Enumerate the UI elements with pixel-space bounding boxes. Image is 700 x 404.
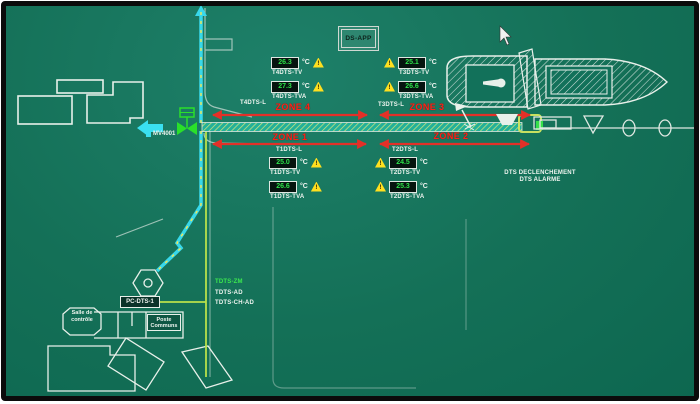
jetty-line — [533, 115, 698, 137]
warning-triangle-icon[interactable]: ! — [384, 57, 395, 68]
building-outline — [86, 81, 144, 124]
warning-triangle-icon[interactable]: ! — [384, 81, 395, 92]
warning-triangle-icon[interactable]: ! — [312, 57, 324, 68]
building-outline — [17, 95, 73, 125]
temp-value-box[interactable]: 25.0 — [269, 156, 297, 169]
temp-value-box[interactable]: 24.5 — [389, 156, 417, 169]
temp-row: 25.0 °C ! — [269, 156, 322, 169]
temp-value-box[interactable]: 26.3 — [271, 56, 299, 69]
temp-row: ! 25.1 °C — [384, 56, 437, 69]
building-outline — [56, 79, 104, 94]
temp-row: ! 25.3 °C — [375, 180, 428, 193]
temp-row: 26.6 °C ! — [269, 180, 322, 193]
sensor-label: T3DTS-TVA — [399, 94, 434, 100]
temp-row: 27.3 °C ! — [271, 80, 324, 93]
temp-unit: °C — [429, 83, 437, 90]
cable-label-tdts-ch-ad: TDTS-CH-AD — [215, 300, 254, 306]
sensor-group-t4: 26.3 °C ! T4DTS-TV 27.3 °C ! T4DTS-TVA — [271, 56, 324, 105]
temp-row: ! 26.6 °C — [384, 80, 437, 93]
flow-arrow-icon — [137, 120, 163, 136]
valve-symbol — [622, 119, 636, 137]
pc-dts-box[interactable]: PC-DTS-1 — [120, 296, 160, 308]
temp-unit: °C — [300, 159, 308, 166]
cursor-icon — [499, 25, 512, 46]
warning-triangle-icon[interactable]: ! — [375, 181, 386, 192]
warning-triangle-icon[interactable]: ! — [312, 81, 324, 92]
temp-row: 26.3 °C ! — [271, 56, 324, 69]
zone4-label: ZONE 4 — [275, 102, 311, 112]
temp-value-box[interactable]: 25.1 — [398, 56, 426, 69]
temp-row: ! 24.5 °C — [375, 156, 428, 169]
cyan-pipeline — [155, 5, 207, 273]
cable-labels: TDTS-ZM TDTS-AD TDTS-CH-AD — [215, 277, 254, 309]
sensor-label: T3DTS-TV — [399, 70, 430, 76]
sensor-label: T1DTS-TVA — [270, 194, 305, 200]
building-strip — [94, 311, 184, 339]
zone-lines — [212, 110, 531, 149]
t4dts-l-label: T4DTS-L — [240, 100, 267, 106]
ds-app-label: DS-APP — [341, 29, 376, 48]
temp-unit: °C — [420, 159, 428, 166]
flag-icon — [455, 103, 468, 111]
ship — [446, 48, 669, 110]
valve-symbol — [658, 119, 672, 137]
zone3-label: ZONE 3 — [409, 102, 445, 112]
valve-tag-label: MV4001 — [153, 131, 176, 137]
sensor-label: T4DTS-TV — [272, 70, 303, 76]
north-buildings — [17, 79, 144, 125]
building-outline — [107, 337, 165, 391]
warning-triangle-icon[interactable]: ! — [310, 181, 322, 192]
dts-status-line1: DTS DECLENCHEMENT — [504, 170, 576, 176]
zone1-label: ZONE 1 — [272, 132, 308, 142]
temp-value-box[interactable]: 26.6 — [398, 80, 426, 93]
valve-marker-icon — [146, 131, 151, 137]
warning-triangle-icon[interactable]: ! — [310, 157, 322, 168]
sensor-group-t3: ! 25.1 °C T3DTS-TV ! 26.6 °C T3DTS-TVA — [384, 56, 437, 105]
funnel-symbol — [582, 115, 605, 135]
sensor-label: T4DTS-TVA — [272, 94, 307, 100]
control-buildings — [47, 307, 234, 392]
building-outline — [47, 345, 136, 392]
valve-mv4001[interactable] — [137, 107, 197, 136]
t3dts-l-label: T3DTS-L — [378, 102, 405, 108]
sensor-label: T1DTS-TV — [270, 170, 301, 176]
cable-label-tdts-ad: TDTS-AD — [215, 289, 243, 296]
t1dts-l-label: T1DTS-L — [276, 147, 303, 153]
control-room-outline — [62, 307, 102, 336]
zone2-label: ZONE 2 — [433, 131, 469, 141]
dts-status: DTS DECLENCHEMENT DTS ALARME — [496, 170, 584, 184]
dts-cables — [158, 131, 211, 377]
ship-cargo-hold — [550, 69, 608, 95]
common-post-box: Poste Communs — [147, 314, 181, 331]
temp-unit: °C — [302, 83, 310, 90]
mv4001-tag: MV4001 — [146, 131, 175, 137]
temp-value-box[interactable]: 26.6 — [269, 180, 297, 193]
temp-unit: °C — [302, 59, 310, 66]
sensor-label: T2DTS-TVA — [390, 194, 425, 200]
temp-value-box[interactable]: 25.3 — [389, 180, 417, 193]
temp-unit: °C — [300, 183, 308, 190]
control-room-label: Salle de contrôle — [71, 310, 93, 323]
main-pipeline — [201, 114, 543, 133]
temp-unit: °C — [429, 59, 437, 66]
warning-triangle-icon[interactable]: ! — [375, 157, 386, 168]
ds-app-button[interactable]: DS-APP — [338, 26, 379, 51]
temp-value-box[interactable]: 27.3 — [271, 80, 299, 93]
loading-arm — [455, 103, 518, 131]
dts-status-line2: DTS ALARME — [519, 177, 561, 183]
sensor-group-t2: ! 24.5 °C T2DTS-TV ! 25.3 °C T2DTS-TVA — [375, 156, 428, 205]
cable-label-tdts-zm: TDTS-ZM — [215, 279, 243, 285]
building-outline — [180, 345, 234, 389]
pump-hexagon — [132, 269, 164, 297]
temp-unit: °C — [420, 183, 428, 190]
sensor-group-t1: 25.0 °C ! T1DTS-TV 26.6 °C ! T1DTS-TVA — [269, 156, 322, 205]
t2dts-l-label: T2DTS-L — [392, 147, 419, 153]
sensor-label: T2DTS-TV — [390, 170, 421, 176]
roads — [115, 8, 467, 389]
